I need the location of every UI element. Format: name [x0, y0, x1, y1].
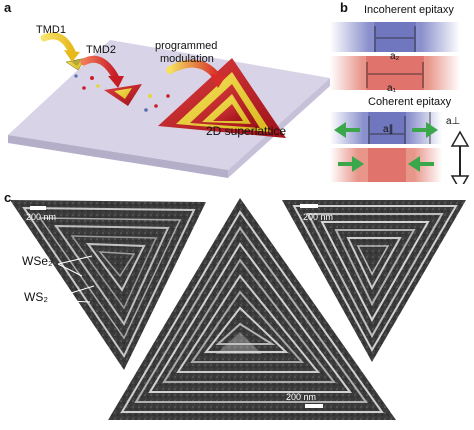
- scale-label-right: 200 nm: [303, 212, 334, 222]
- arrow-tmd2: [80, 55, 120, 82]
- micrograph-center: [108, 198, 396, 420]
- label-pointers: [47, 255, 95, 303]
- tmd2-label: TMD2: [86, 44, 116, 56]
- arrow-tmd1: [40, 32, 76, 56]
- a2-label: a₂: [390, 51, 400, 62]
- incoherent-title: Incoherent epitaxy: [364, 4, 454, 16]
- incoherent-bottom-lattice: [330, 56, 460, 90]
- scale-bar-right: [300, 204, 318, 208]
- programmed-label: programmed: [155, 40, 218, 52]
- substrate-top: [8, 40, 330, 170]
- scale-label-left: 200 nm: [26, 212, 57, 222]
- a1-label: a₁: [387, 83, 396, 94]
- modulation-label: modulation: [160, 53, 214, 65]
- a-perp-label: a⊥: [446, 116, 461, 127]
- panel-c-micrographs: [10, 198, 466, 420]
- green-arrow-4: [408, 156, 434, 172]
- ws2-label: WS₂: [24, 290, 48, 304]
- panel-label-b: b: [340, 0, 348, 15]
- a-par-label: a∥: [383, 124, 394, 135]
- green-arrow-3: [338, 156, 364, 172]
- panel-a-illustration: [8, 32, 330, 178]
- wse2-label: WSe₂: [22, 254, 53, 268]
- tmd1-label: TMD1: [36, 24, 66, 36]
- scale-label-center: 200 nm: [286, 392, 317, 402]
- superlattice-flake: [158, 58, 286, 138]
- scale-bar-left: [30, 206, 46, 210]
- green-arrow-2: [412, 122, 438, 138]
- micrograph-left: [10, 200, 206, 370]
- green-arrow-1: [334, 122, 360, 138]
- coherent-title: Coherent epitaxy: [368, 96, 452, 108]
- precursor-dots: [74, 74, 170, 112]
- superlattice-label: 2D superlattice: [206, 124, 287, 138]
- arrow-modulation: [166, 59, 222, 82]
- substrate-side-front: [8, 135, 228, 178]
- panel-b-illustration: [330, 22, 470, 184]
- panel-label-a: a: [4, 0, 12, 15]
- panel-label-c: c: [4, 190, 12, 205]
- scale-bar-center: [305, 404, 323, 408]
- micrograph-right: [282, 200, 466, 362]
- double-arrow-icon: [450, 130, 470, 184]
